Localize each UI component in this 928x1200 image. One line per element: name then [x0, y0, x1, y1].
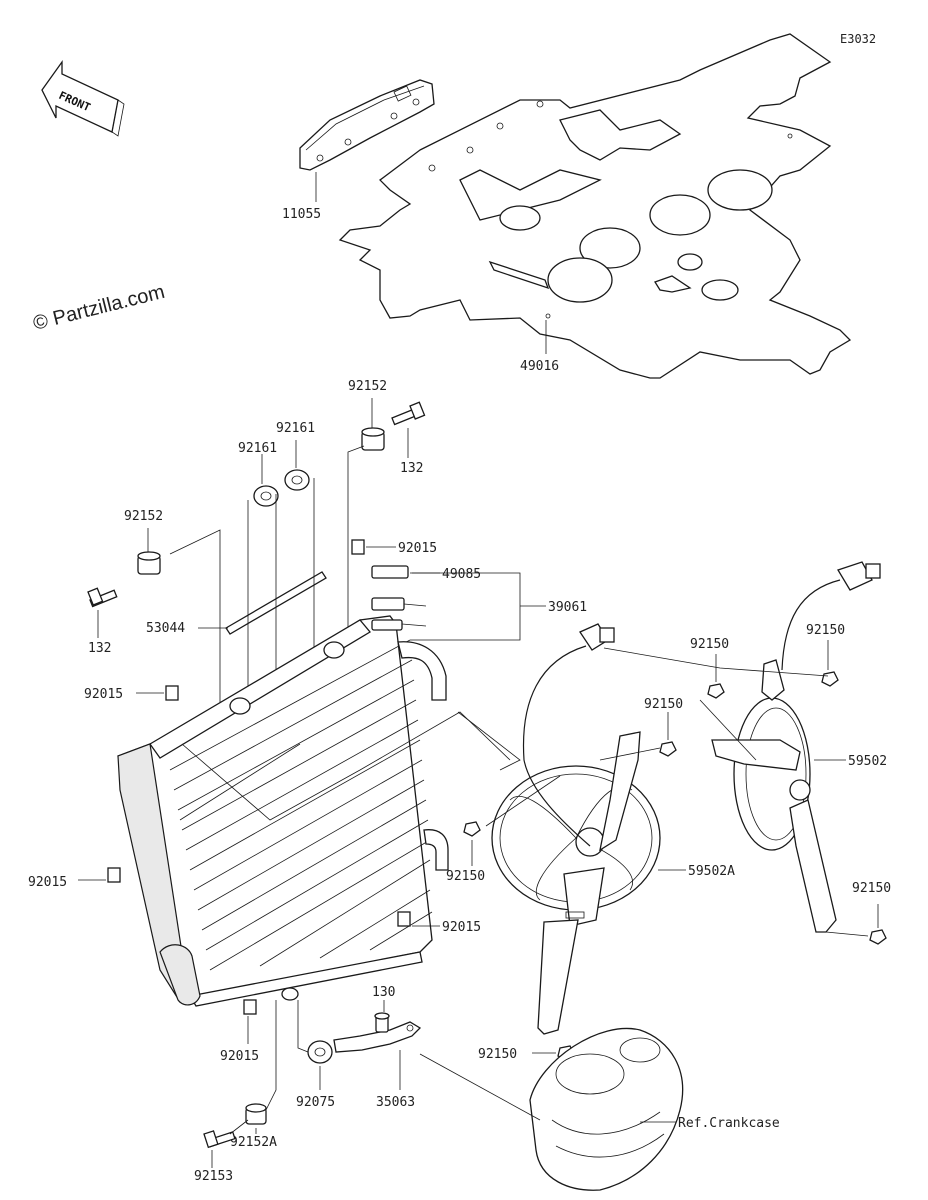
- label-92150-e: 92150: [852, 881, 891, 896]
- label-92150-d: 92150: [446, 869, 485, 884]
- label-92161-a: 92161: [238, 441, 277, 456]
- label-49016: 49016: [520, 359, 559, 374]
- label-11055: 11055: [282, 207, 321, 222]
- collar-92152A[interactable]: [245, 1103, 267, 1125]
- fan-59502A[interactable]: [491, 623, 661, 1035]
- bolt-92150-b[interactable]: [821, 671, 839, 687]
- bolt-92153[interactable]: [203, 1130, 236, 1149]
- clip-92015-left[interactable]: [165, 685, 179, 701]
- label-59502: 59502: [848, 754, 887, 769]
- radiator-core-fins: [169, 639, 433, 971]
- label-92150-b: 92150: [806, 623, 845, 638]
- radiator[interactable]: [117, 615, 449, 1007]
- watermark: © Partzilla.com: [31, 281, 167, 335]
- label-92015-d: 92015: [220, 1049, 259, 1064]
- label-53044: 53044: [146, 621, 185, 636]
- label-92152A: 92152A: [230, 1135, 277, 1150]
- label-35063: 35063: [376, 1095, 415, 1110]
- reference-label: Ref.Crankcase: [678, 1116, 780, 1131]
- label-92075: 92075: [296, 1095, 335, 1110]
- clip-92015-a[interactable]: [351, 539, 365, 555]
- bolt-92150-d[interactable]: [463, 821, 481, 837]
- collar-92152-left[interactable]: [137, 551, 161, 575]
- bolt-132-top[interactable]: [391, 401, 426, 426]
- clip-92015-d[interactable]: [243, 999, 257, 1015]
- label-92015-b: 92015: [28, 875, 67, 890]
- label-92015-left: 92015: [84, 687, 123, 702]
- label-92150-c: 92150: [644, 697, 683, 712]
- label-39061: 39061: [548, 600, 587, 615]
- gasket-49085[interactable]: [371, 565, 409, 579]
- clip-92015-c[interactable]: [397, 911, 411, 927]
- bracket-35063[interactable]: [333, 1021, 422, 1053]
- grommet-92075[interactable]: [307, 1040, 333, 1064]
- label-92161-b: 92161: [276, 421, 315, 436]
- bracket-11055[interactable]: [299, 79, 435, 171]
- bolt-132-left[interactable]: [87, 587, 118, 608]
- label-92152-left: 92152: [124, 509, 163, 524]
- label-92150-f: 92150: [478, 1047, 517, 1062]
- bolt-92150-c[interactable]: [659, 741, 677, 757]
- label-132-top: 132: [400, 461, 423, 476]
- crankcase-reference: [529, 1027, 684, 1191]
- label-92150-a: 92150: [690, 637, 729, 652]
- cap-39061[interactable]: [371, 597, 427, 631]
- label-49085: 49085: [442, 567, 481, 582]
- label-92153: 92153: [194, 1169, 233, 1184]
- front-arrow-icon: FRONT: [41, 59, 125, 137]
- label-132-left: 132: [88, 641, 111, 656]
- collar-130[interactable]: [374, 1012, 390, 1033]
- label-92015-a: 92015: [398, 541, 437, 556]
- label-130: 130: [372, 985, 395, 1000]
- diagram-code: E3032: [840, 32, 876, 46]
- bolt-92150-e[interactable]: [869, 929, 887, 945]
- label-92015-c: 92015: [442, 920, 481, 935]
- label-59502A: 59502A: [688, 864, 735, 879]
- heat-shield-49016[interactable]: [338, 33, 852, 379]
- collar-92152-top[interactable]: [361, 427, 385, 451]
- clip-92015-b[interactable]: [107, 867, 121, 883]
- fan-59502[interactable]: [711, 561, 881, 933]
- grommet-92161-a[interactable]: [253, 485, 279, 507]
- bolt-92150-a[interactable]: [707, 683, 725, 699]
- label-92152-top: 92152: [348, 379, 387, 394]
- grommet-92161-b[interactable]: [284, 469, 310, 491]
